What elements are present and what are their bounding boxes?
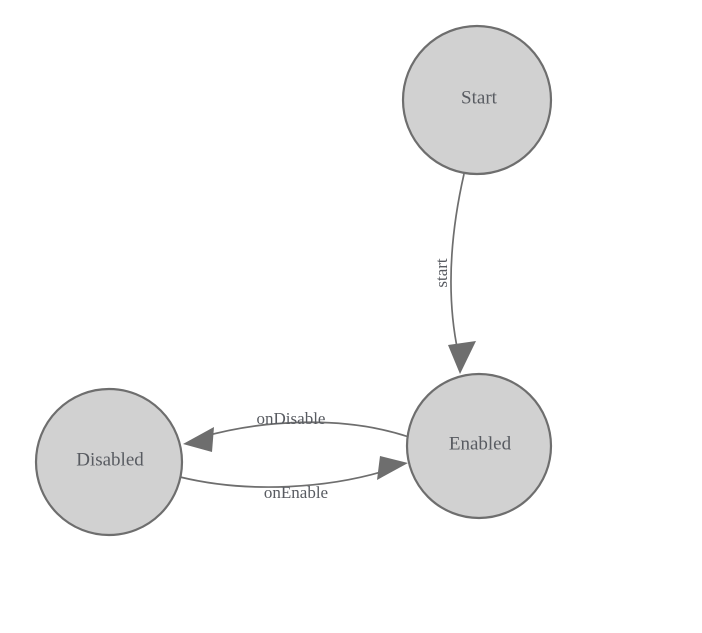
edge-enabled-to-disabled-label: onDisable [257, 409, 326, 428]
state-node-start-circle [401, 24, 553, 176]
edge-disabled-to-enabled-label: onEnable [264, 483, 328, 502]
state-node-enabled-label: Enabled [449, 433, 512, 454]
edge-enabled-to-disabled-path [201, 421, 410, 438]
edge-start-to-enabled[interactable]: start [432, 173, 476, 374]
state-node-start-label: Start [461, 87, 498, 108]
edge-disabled-to-enabled[interactable]: onEnable [179, 456, 408, 502]
edge-enabled-to-disabled[interactable]: onDisable [183, 409, 410, 452]
state-node-disabled-label: Disabled [76, 449, 144, 470]
edge-disabled-to-enabled-arrowhead [377, 456, 408, 480]
edge-start-to-enabled-label: start [432, 258, 451, 288]
state-node-disabled-circle [34, 387, 184, 537]
state-node-disabled[interactable]: Disabled [34, 387, 184, 537]
edge-enabled-to-disabled-arrowhead [183, 427, 214, 452]
state-node-enabled[interactable]: Enabled [405, 372, 553, 520]
edge-start-to-enabled-path [450, 173, 465, 353]
state-node-start[interactable]: Start [401, 24, 553, 176]
edge-disabled-to-enabled-path [179, 469, 389, 488]
edge-start-to-enabled-arrowhead [448, 341, 476, 374]
state-node-enabled-circle [405, 372, 553, 520]
